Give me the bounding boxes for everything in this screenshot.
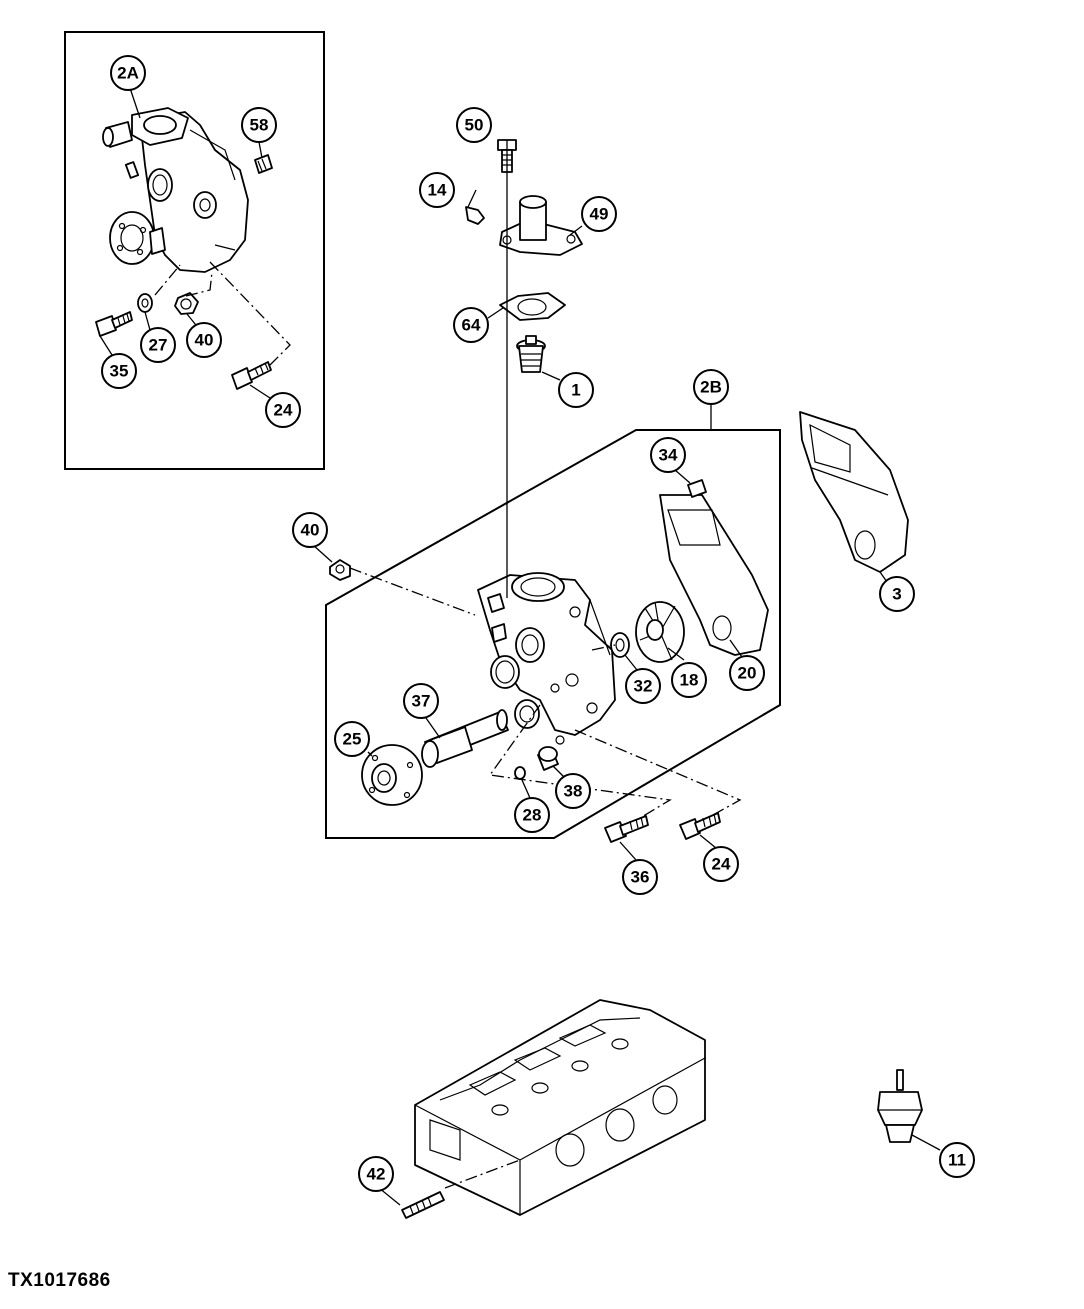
- callout-34: 34: [650, 437, 686, 473]
- svg-text:58: 58: [250, 116, 269, 135]
- callout-37: 37: [403, 683, 439, 719]
- gasket-3-drawing: [799, 411, 909, 573]
- leader-lines-2a: [99, 87, 291, 399]
- callout-38: 38: [555, 773, 591, 809]
- svg-text:32: 32: [634, 677, 653, 696]
- callout-24-a: 24: [265, 392, 301, 428]
- callout-64: 64: [453, 307, 489, 343]
- callout-49: 49: [581, 196, 617, 232]
- water-pump-assembly-2a-drawing: [95, 107, 273, 390]
- detail-box-2a: [64, 31, 325, 470]
- svg-text:50: 50: [465, 116, 484, 135]
- callout-27: 27: [140, 327, 176, 363]
- callout-1: 1: [558, 372, 594, 408]
- svg-text:14: 14: [428, 181, 447, 200]
- svg-text:36: 36: [631, 868, 650, 887]
- svg-text:2A: 2A: [117, 64, 139, 83]
- svg-text:64: 64: [462, 316, 481, 335]
- lower-bolts-drawing: [604, 812, 721, 843]
- callout-35: 35: [101, 353, 137, 389]
- detail-box-2b: [325, 429, 781, 839]
- callout-36: 36: [622, 859, 658, 895]
- callout-25: 25: [334, 721, 370, 757]
- callout-3: 3: [879, 576, 915, 612]
- callout-11: 11: [939, 1142, 975, 1178]
- svg-text:1: 1: [571, 381, 580, 400]
- callout-2a: 2A: [110, 55, 146, 91]
- svg-text:35: 35: [110, 362, 129, 381]
- svg-text:34: 34: [659, 446, 678, 465]
- figure-id-label: TX1017686: [8, 1270, 111, 1291]
- svg-text:40: 40: [195, 331, 214, 350]
- svg-text:42: 42: [367, 1165, 386, 1184]
- callout-24-b: 24: [703, 846, 739, 882]
- callout-40-b: 40: [292, 512, 328, 548]
- water-pump-assembly-2b-drawing: [329, 479, 769, 806]
- callout-2b: 2B: [693, 369, 729, 405]
- svg-text:25: 25: [343, 730, 362, 749]
- svg-text:24: 24: [274, 401, 293, 420]
- svg-text:27: 27: [149, 336, 168, 355]
- svg-text:40: 40: [301, 521, 320, 540]
- callout-32: 32: [625, 668, 661, 704]
- svg-text:49: 49: [590, 205, 609, 224]
- callout-20: 20: [729, 655, 765, 691]
- svg-text:20: 20: [738, 664, 757, 683]
- callout-14: 14: [419, 172, 455, 208]
- sensor-11-drawing: [877, 1069, 923, 1143]
- callout-28: 28: [514, 797, 550, 833]
- svg-text:24: 24: [712, 855, 731, 874]
- svg-text:11: 11: [948, 1151, 966, 1170]
- svg-text:28: 28: [523, 806, 542, 825]
- svg-text:2B: 2B: [700, 378, 722, 397]
- callout-50: 50: [456, 107, 492, 143]
- svg-text:38: 38: [564, 782, 583, 801]
- callout-42: 42: [358, 1156, 394, 1192]
- svg-text:3: 3: [892, 585, 901, 604]
- svg-text:18: 18: [680, 671, 699, 690]
- callout-40-a: 40: [186, 322, 222, 358]
- callout-18: 18: [671, 662, 707, 698]
- cylinder-head-drawing: [401, 999, 706, 1219]
- svg-text:37: 37: [412, 692, 431, 711]
- callout-58: 58: [241, 107, 277, 143]
